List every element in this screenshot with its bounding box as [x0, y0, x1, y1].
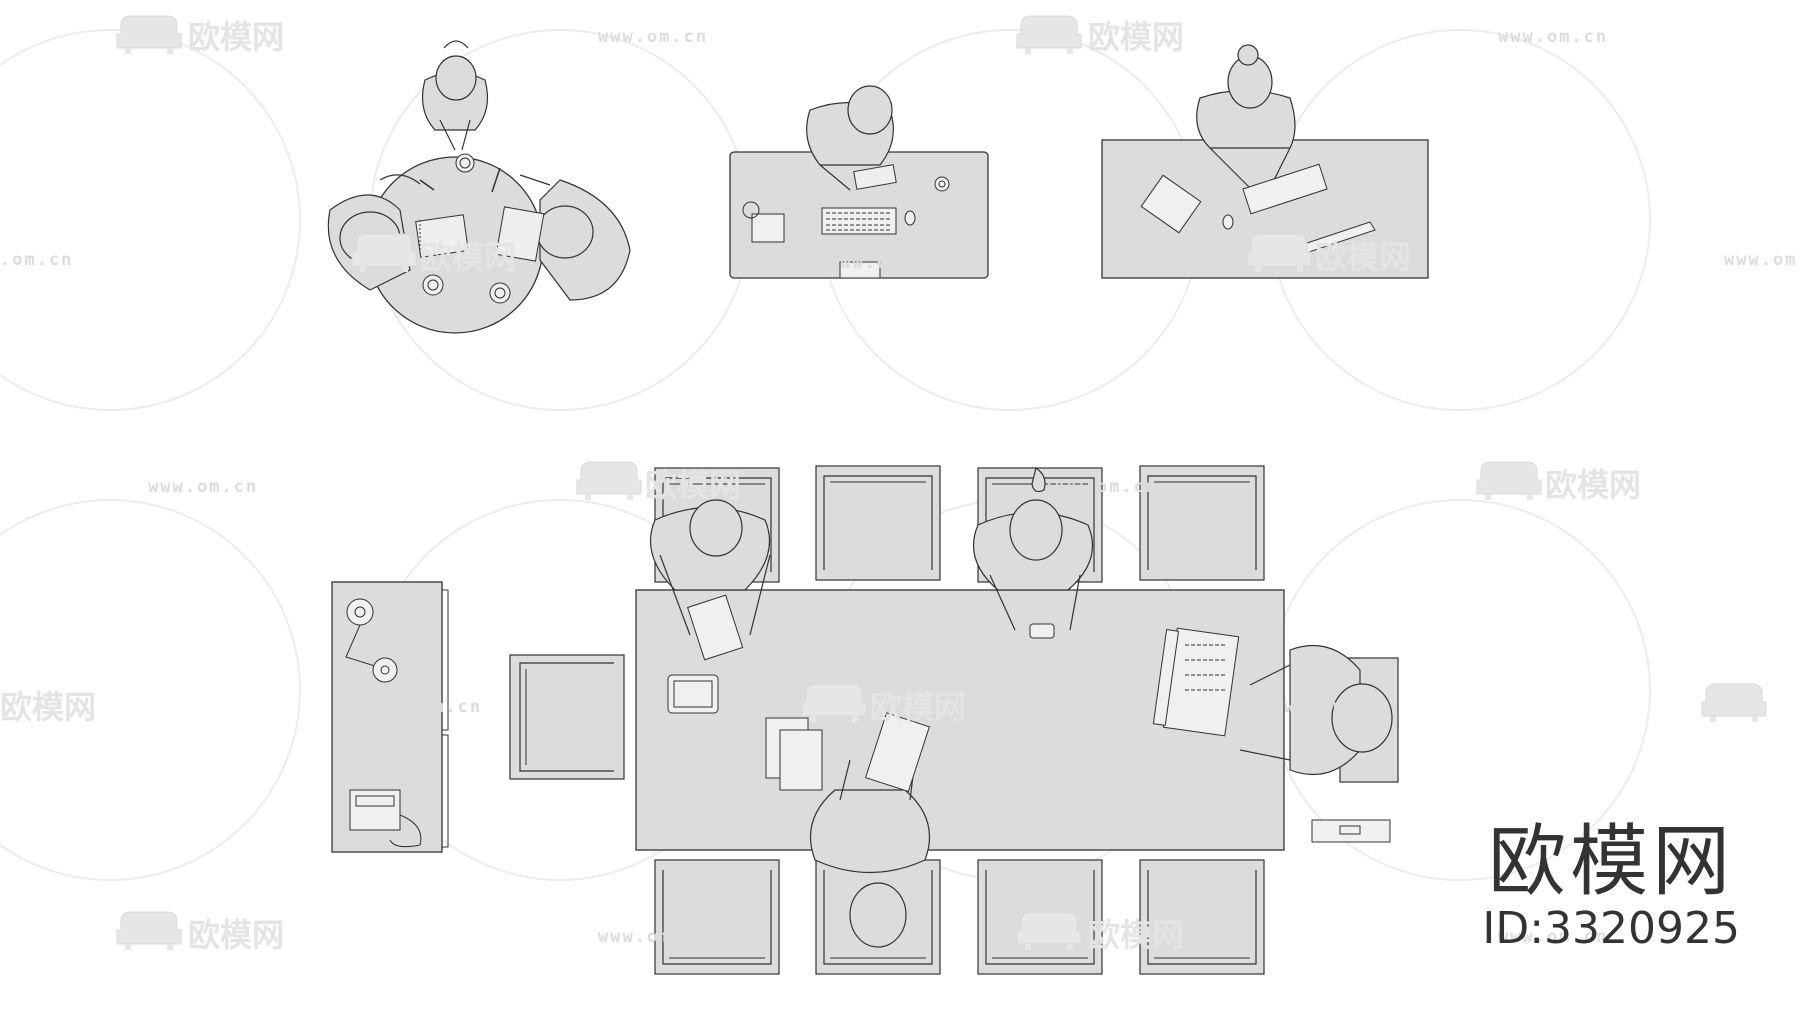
- watermark-url: www.om.cn: [372, 697, 482, 717]
- notebook-icon: [687, 594, 744, 661]
- person-top: [422, 40, 488, 151]
- coffee-cup-icon: [422, 153, 511, 304]
- person-at-computer: [806, 85, 894, 191]
- watermark-url: .om.cn: [0, 250, 73, 270]
- computer-desk-group: [729, 85, 989, 279]
- watermark-brand: 欧模网: [0, 688, 96, 726]
- watermark-brand: 欧模网: [1545, 466, 1641, 504]
- watermark-brand: 欧模网: [1088, 916, 1184, 954]
- watermark-url: www.om.cn: [1498, 27, 1608, 47]
- watermark-url: www.om.cn: [148, 477, 258, 497]
- watermark-brand: 欧模网: [188, 916, 284, 954]
- watermark-url: www.om.cn: [1048, 477, 1158, 497]
- watermark-brand: 欧模网: [645, 466, 741, 504]
- person-right: [519, 174, 631, 301]
- keyboard-icon: [1242, 163, 1328, 215]
- desk-lamp-icon: [345, 598, 398, 683]
- desk-lamp-icon: [934, 176, 950, 192]
- model-id: ID:3320925: [1482, 903, 1740, 954]
- person-bottom: [809, 759, 931, 948]
- person-typing: [1196, 44, 1296, 189]
- person-top-middle: [972, 467, 1094, 631]
- person-top-left: [649, 499, 771, 636]
- watermark-url: www.om.cn: [1272, 697, 1382, 717]
- watermark-layer: 欧模网 欧模网 欧模网 欧模网 欧模网 欧模网 欧模网 欧模网 欧模网 欧模网 …: [0, 15, 1800, 954]
- keyboard-icon: [821, 207, 897, 235]
- watermark-url: www.om.cn: [1498, 927, 1608, 947]
- watermark-brand: 欧模网: [420, 238, 516, 276]
- watermark-url: www.om.cn: [1724, 250, 1800, 270]
- notebook-icon: [495, 206, 545, 262]
- telephone-icon: [742, 201, 785, 243]
- notebook-icon: [415, 214, 469, 258]
- notebook-icon: [1140, 174, 1202, 234]
- conference-table-group: [509, 465, 1399, 975]
- watermark-url: www.om.cn: [598, 927, 708, 947]
- watermark-brand: 欧模网: [1088, 18, 1184, 56]
- watermark-brand: 欧模网: [870, 688, 966, 726]
- brand-name: 欧模网: [1488, 817, 1735, 907]
- watermark-url: www.om.cn: [828, 253, 938, 273]
- notebook-icon: [864, 712, 931, 793]
- tablet-icon: [667, 674, 719, 714]
- watermark-brand: 欧模网: [188, 18, 284, 56]
- notebook-icon: [765, 717, 823, 791]
- briefcase-icon: [1311, 819, 1391, 843]
- person-right: [1239, 644, 1393, 776]
- watermark-url: www.om.cn: [598, 27, 708, 47]
- watermark-brand: 欧模网: [1315, 238, 1411, 276]
- telephone-icon: [349, 789, 422, 848]
- sideboard-group: [331, 581, 449, 853]
- smartphone-icon: [1029, 623, 1055, 639]
- tablet-icon: [853, 164, 897, 190]
- brand-block: 欧模网 ID:3320925: [1482, 820, 1740, 954]
- laptop-icon: [1152, 627, 1240, 737]
